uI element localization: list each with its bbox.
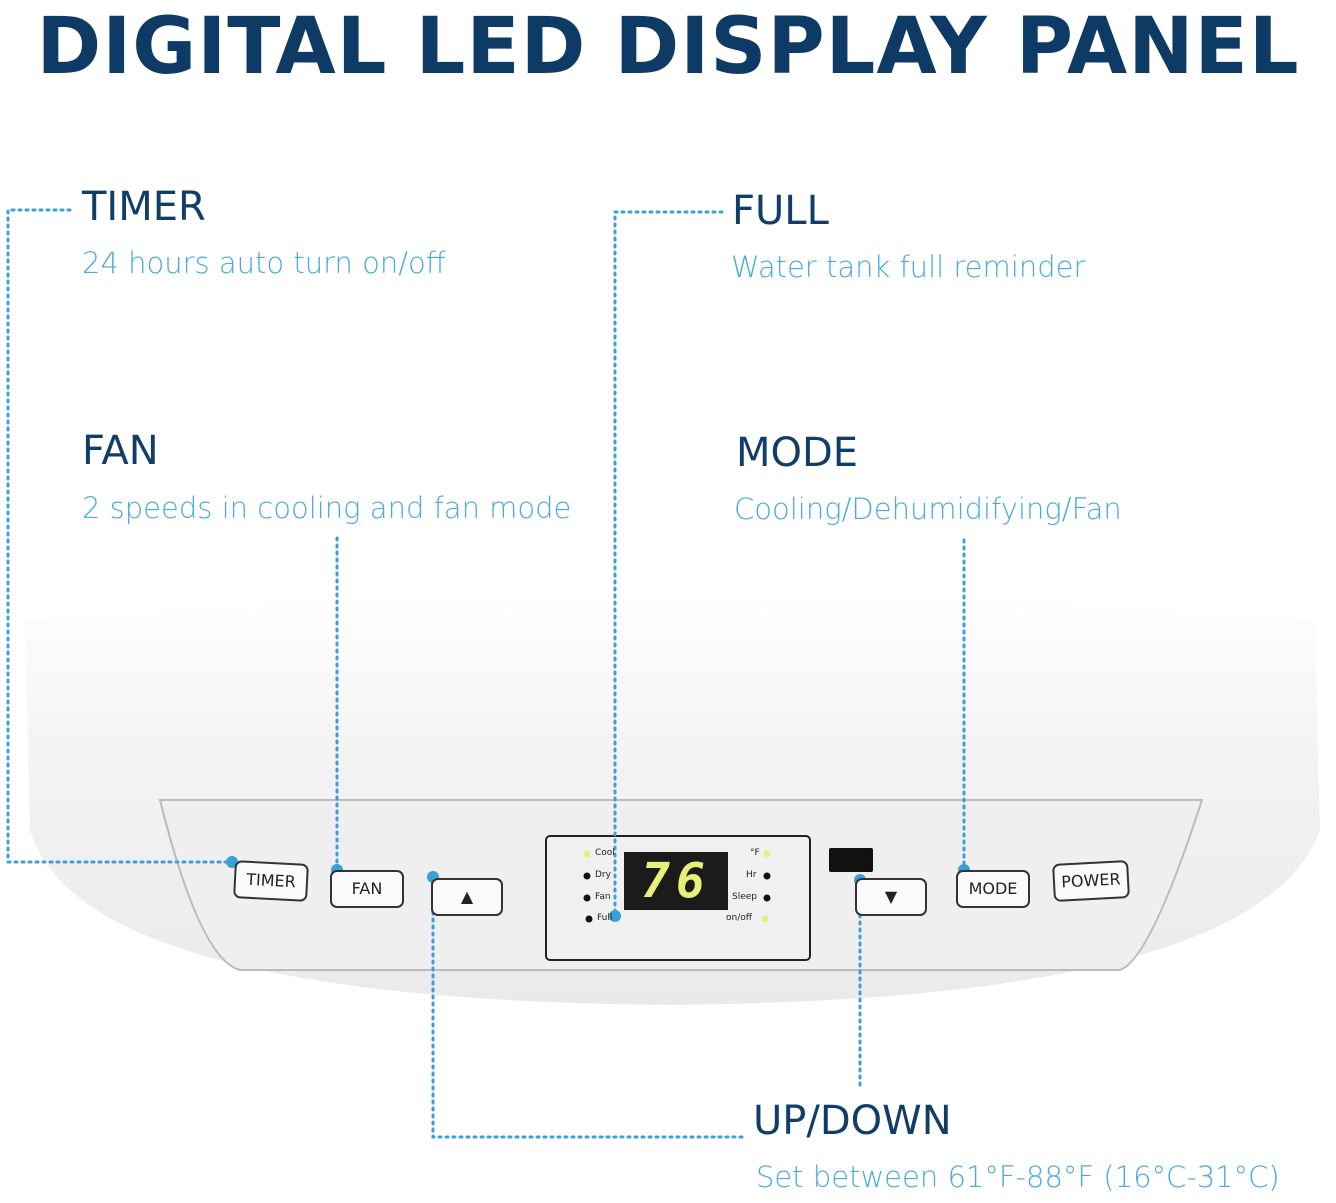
timer-label: TIMER <box>82 184 206 230</box>
indicator-leds <box>583 850 771 923</box>
down-button[interactable]: ▼ <box>855 878 927 916</box>
full-label: FULL <box>732 188 829 234</box>
sensor-window <box>829 848 873 872</box>
indicator-full: Full <box>597 913 613 923</box>
power-button[interactable]: POWER <box>1052 860 1130 902</box>
mode-button[interactable]: MODE <box>956 870 1030 908</box>
fan-desc: 2 speeds in cooling and fan mode <box>82 491 572 525</box>
full-desc: Water tank full reminder <box>731 250 1086 284</box>
mode-label: MODE <box>736 430 859 476</box>
triangle-down-icon: ▼ <box>884 887 898 906</box>
fan-label: FAN <box>82 428 159 474</box>
indicator-onoff: on/off <box>726 913 752 923</box>
up-button[interactable]: ▲ <box>431 878 503 916</box>
page-title: DIGITAL LED DISPLAY PANEL <box>36 2 1300 92</box>
indicator-cool: Cool <box>595 848 615 858</box>
indicator-dry: Dry <box>595 870 611 880</box>
fan-button[interactable]: FAN <box>330 870 404 908</box>
indicator-hr: Hr <box>746 870 757 880</box>
indicator-sleep: Sleep <box>732 892 758 902</box>
indicator-fahrenheit: °F <box>750 848 760 858</box>
mode-desc: Cooling/Dehumidifying/Fan <box>734 492 1122 526</box>
indicator-fan: Fan <box>595 892 611 902</box>
timer-button[interactable]: TIMER <box>233 860 309 902</box>
timer-desc: 24 hours auto turn on/off <box>82 246 446 280</box>
led-display: 76 <box>624 852 728 910</box>
updown-label: UP/DOWN <box>753 1098 952 1144</box>
updown-desc: Set between 61°F-88°F (16°C-31°C) <box>756 1160 1280 1194</box>
leader-lines <box>6 208 966 1139</box>
triangle-up-icon: ▲ <box>460 887 474 906</box>
